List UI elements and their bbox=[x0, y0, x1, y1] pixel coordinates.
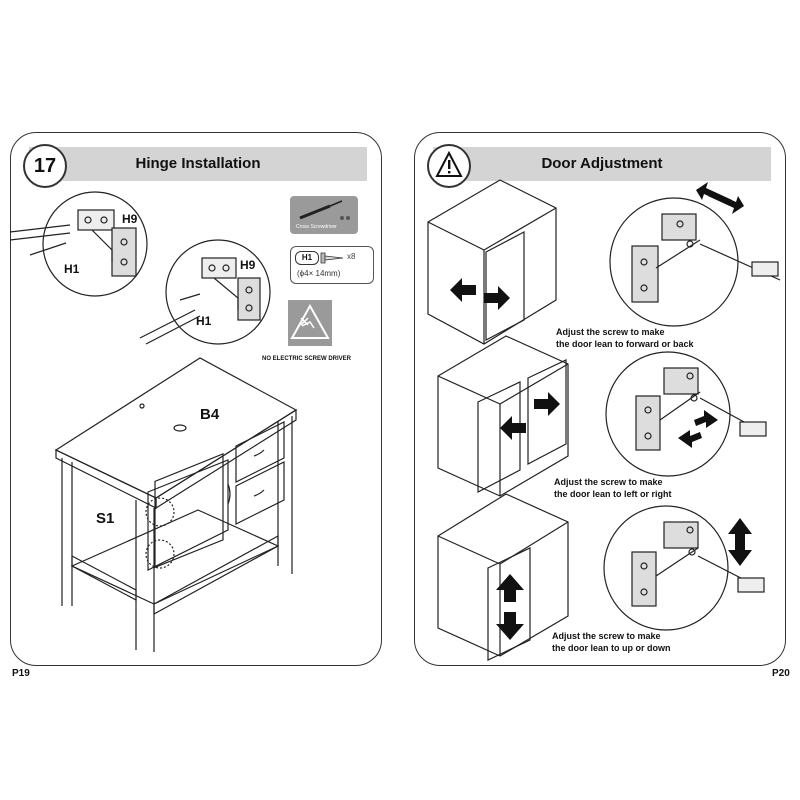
label-h9-mid: H9 bbox=[240, 258, 256, 272]
step-title: Hinge Installation bbox=[135, 155, 261, 172]
vanity-cabinet-illustration bbox=[54, 357, 298, 652]
caption-forward-back: Adjust the screw to make the door lean t… bbox=[556, 326, 694, 350]
step-banner: 17 Hinge Installation bbox=[23, 144, 367, 188]
page-number-right: P20 bbox=[772, 668, 790, 679]
right-page-panel: Door Adjustment bbox=[414, 132, 786, 666]
label-b4: B4 bbox=[200, 406, 220, 423]
cabinet-forward-back-illustration bbox=[427, 179, 557, 345]
no-electric-drill-icon bbox=[290, 303, 330, 339]
caption-left-right-line1: Adjust the screw to make bbox=[554, 477, 663, 487]
arrow-left-right-on-hinge bbox=[678, 410, 718, 448]
no-electric-screwdriver-sign bbox=[288, 300, 332, 346]
arrow-up-down-on-hinge bbox=[728, 518, 752, 566]
tool-caption: Cross Screwdriver bbox=[296, 224, 337, 230]
warning-icon bbox=[427, 144, 471, 188]
screw-tag: H1 bbox=[295, 251, 319, 265]
cross-screwdriver-box: Cross Screwdriver bbox=[290, 196, 358, 234]
label-h9-top: H9 bbox=[122, 212, 138, 226]
caption-up-down-line1: Adjust the screw to make bbox=[552, 631, 661, 641]
label-h1-top: H1 bbox=[64, 262, 80, 276]
no-electric-caption: NO ELECTRIC SCREW DRIVER bbox=[262, 356, 352, 362]
caption-up-down: Adjust the screw to make the door lean t… bbox=[552, 630, 671, 654]
screwdriver-icon bbox=[299, 200, 350, 220]
cabinet-up-down-illustration bbox=[437, 493, 569, 661]
arrow-forward-back-on-cabinet bbox=[450, 278, 510, 310]
caption-left-right-line2: the door lean to left or right bbox=[554, 489, 672, 499]
label-s1: S1 bbox=[96, 510, 115, 527]
step-number: 17 bbox=[23, 144, 67, 188]
arrow-left-right-on-cabinet bbox=[500, 392, 560, 440]
hinge-detail-forward-back bbox=[609, 197, 781, 327]
hinge-detail-top-illustration bbox=[9, 191, 148, 297]
arrow-up-down-on-cabinet bbox=[496, 574, 524, 640]
hinge-detail-left-right bbox=[605, 351, 767, 477]
caption-up-down-line2: the door lean to up or down bbox=[552, 643, 671, 653]
adjust-banner: Door Adjustment bbox=[427, 144, 771, 188]
screw-spec: (ϕ4× 14mm) bbox=[297, 269, 341, 278]
screw-spec-box: H1 x8 (ϕ4× 14mm) bbox=[290, 246, 374, 284]
caption-forward-back-line1: Adjust the screw to make bbox=[556, 327, 665, 337]
label-h1-mid: H1 bbox=[196, 314, 212, 328]
caption-forward-back-line2: the door lean to forward or back bbox=[556, 339, 694, 349]
arrow-forward-back-on-hinge bbox=[696, 182, 744, 214]
screw-icon bbox=[320, 252, 344, 264]
adjust-title: Door Adjustment bbox=[541, 155, 663, 172]
page-number-left: P19 bbox=[12, 668, 30, 679]
cabinet-left-right-illustration bbox=[437, 335, 569, 497]
hinge-detail-up-down bbox=[603, 505, 765, 631]
hinge-detail-mid-illustration bbox=[139, 239, 271, 345]
screw-quantity: x8 bbox=[347, 252, 356, 261]
caption-left-right: Adjust the screw to make the door lean t… bbox=[554, 476, 672, 500]
